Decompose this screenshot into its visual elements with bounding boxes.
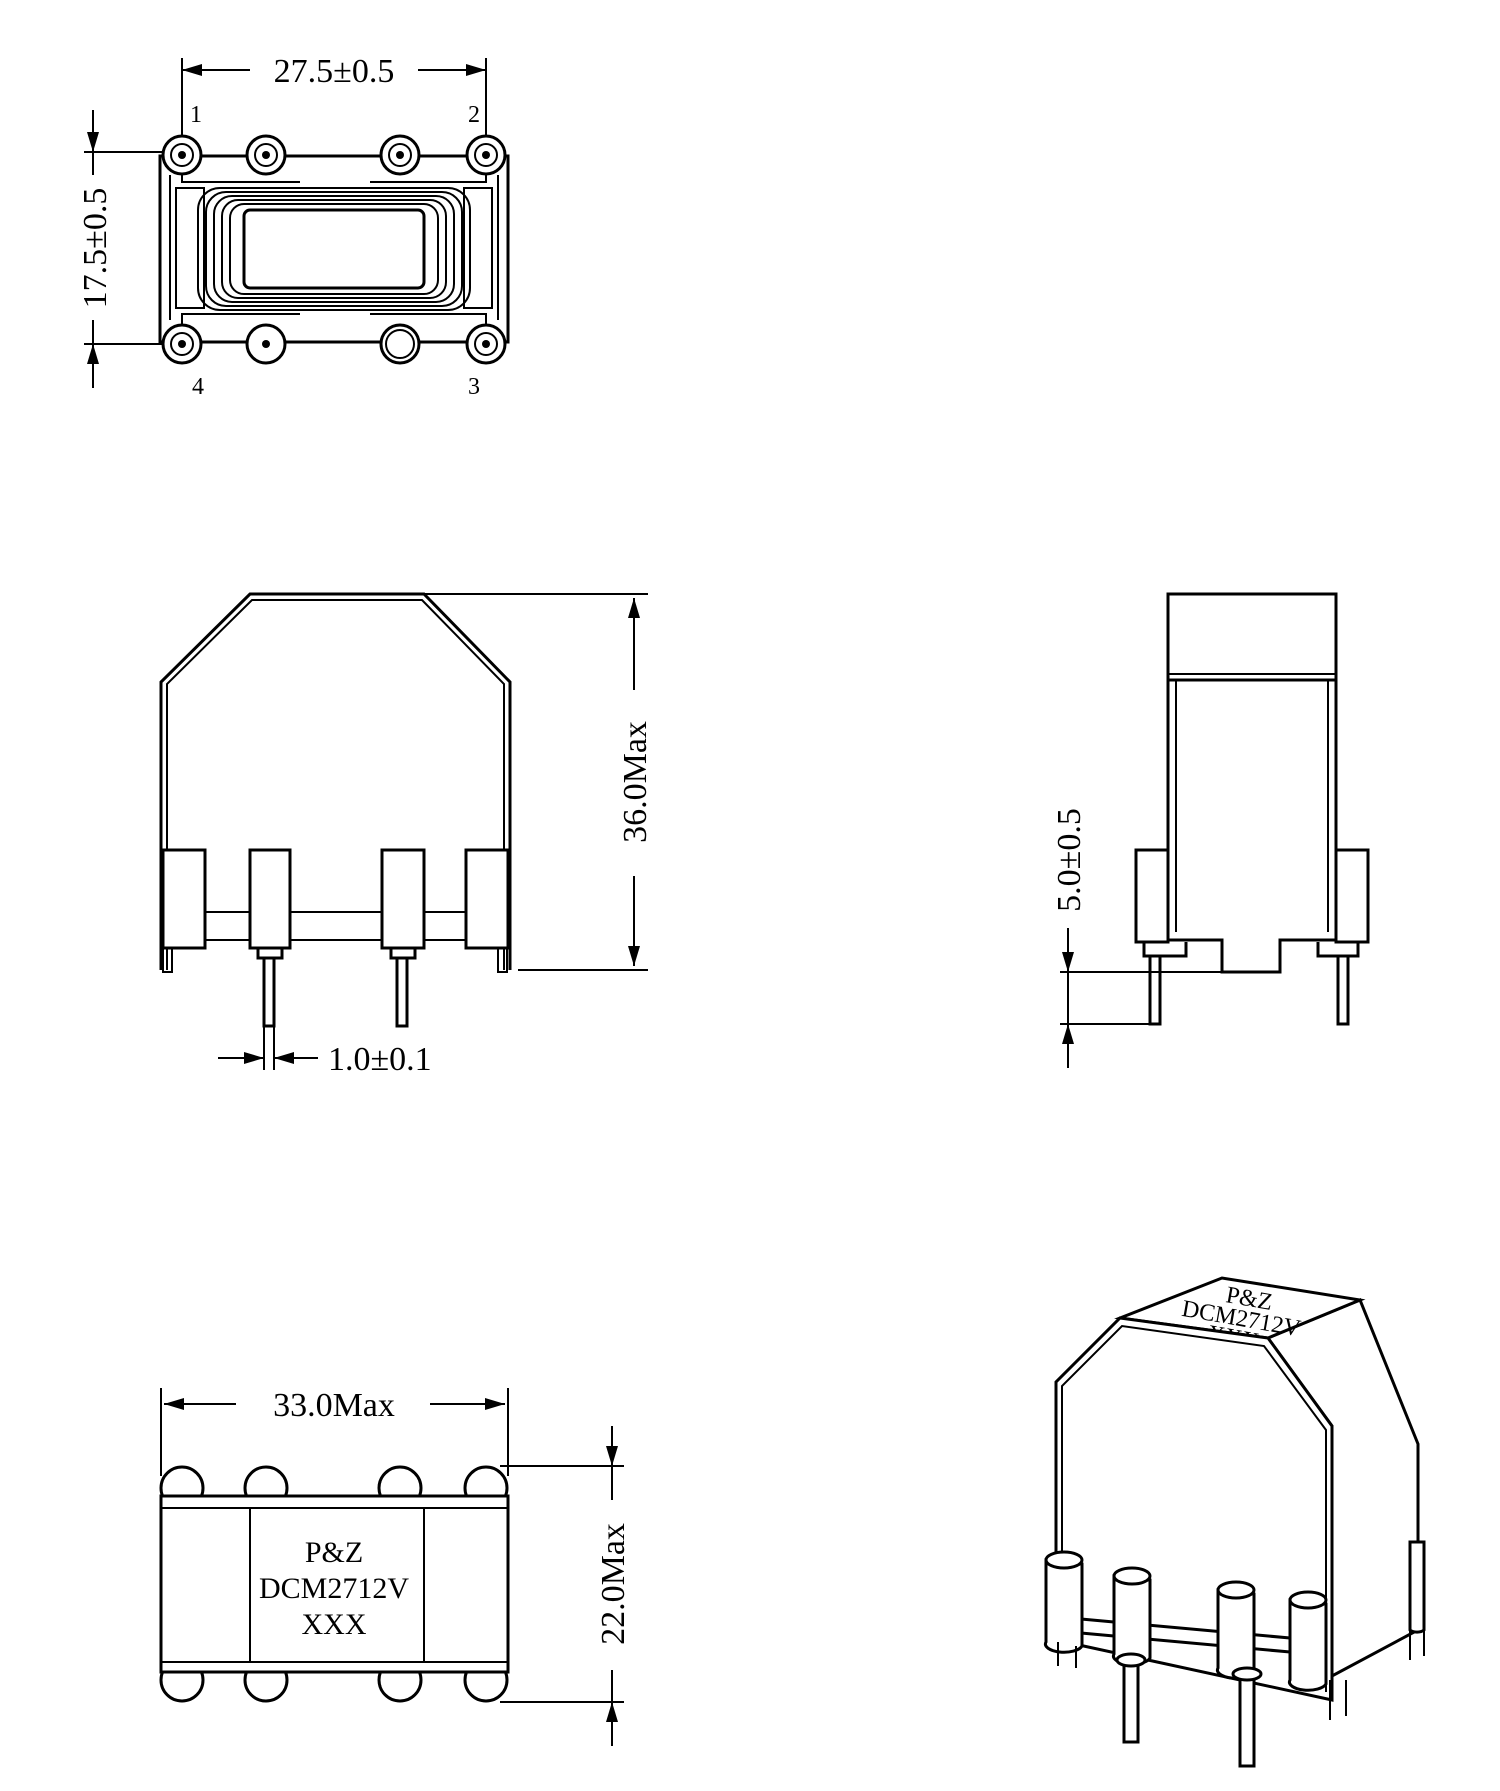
side-housing-right	[1334, 848, 1370, 944]
pin-diameter-dimension: 1.0±0.1	[218, 1026, 432, 1078]
top-width-label: 27.5±0.5	[274, 53, 395, 90]
top-height-label: 17.5±0.5	[77, 188, 114, 309]
bottom-marking-code: XXX	[302, 1608, 367, 1641]
top-lead-wires-upper	[181, 165, 487, 183]
front-pin-housing-3	[380, 848, 426, 950]
bottom-view: 33.0Max P&Z DCM2712V XXX 22.	[159, 1387, 632, 1746]
side-pin-right	[1336, 954, 1350, 1026]
isometric-view: P&Z DCM2712V XXX	[1043, 1276, 1426, 1768]
pin-label-1: 1	[190, 102, 202, 128]
front-body-outline	[159, 592, 512, 970]
front-height-label: 36.0Max	[617, 721, 654, 843]
side-standoff-label: 5.0±0.5	[1051, 808, 1088, 912]
bottom-width-label: 33.0Max	[273, 1387, 395, 1424]
bottom-depth-label: 22.0Max	[595, 1523, 632, 1645]
top-body-outline	[158, 154, 510, 344]
bottom-body-outline	[159, 1494, 510, 1674]
front-view: 36.0Max 1.0±0.1	[159, 592, 654, 1078]
top-view: 27.5±0.5 17.5±0.5	[77, 53, 510, 400]
top-height-dimension: 17.5±0.5	[77, 110, 114, 388]
front-pin-housing-2	[248, 848, 292, 950]
top-pin-pads	[161, 134, 507, 365]
side-standoff-dimension: 5.0±0.5	[1051, 808, 1088, 1068]
front-pin-housing-1	[161, 848, 207, 950]
pin-label-4: 4	[192, 374, 204, 400]
top-lead-wires-lower	[181, 313, 487, 330]
top-width-dimension: 27.5±0.5	[182, 53, 486, 90]
top-body-inner-edges	[169, 175, 499, 320]
top-slot-right	[463, 187, 493, 309]
side-view: 5.0±0.5	[1051, 592, 1370, 1068]
side-pin-left	[1148, 954, 1162, 1026]
bottom-depth-dimension: 22.0Max	[595, 1426, 632, 1746]
pin-label-3: 3	[468, 374, 480, 400]
top-slot-left	[175, 187, 205, 309]
top-coil-windings	[197, 187, 471, 311]
side-body-outline	[1166, 680, 1338, 974]
bottom-marking-part: DCM2712V	[259, 1572, 409, 1605]
iso-pins	[1057, 1630, 1425, 1768]
front-pin-housing-4	[464, 848, 510, 950]
top-core-center	[242, 208, 426, 290]
front-pin-left	[262, 956, 276, 1028]
bottom-marking-brand: P&Z	[305, 1536, 363, 1569]
front-height-dimension: 36.0Max	[617, 598, 654, 966]
front-pin-right	[395, 956, 409, 1028]
front-body-inner	[166, 599, 505, 970]
pin-diameter-label: 1.0±0.1	[328, 1041, 432, 1078]
pin-label-2: 2	[468, 102, 480, 128]
side-cap	[1166, 592, 1338, 682]
bottom-width-dimension: 33.0Max	[164, 1387, 505, 1424]
side-housing-left	[1134, 848, 1170, 944]
